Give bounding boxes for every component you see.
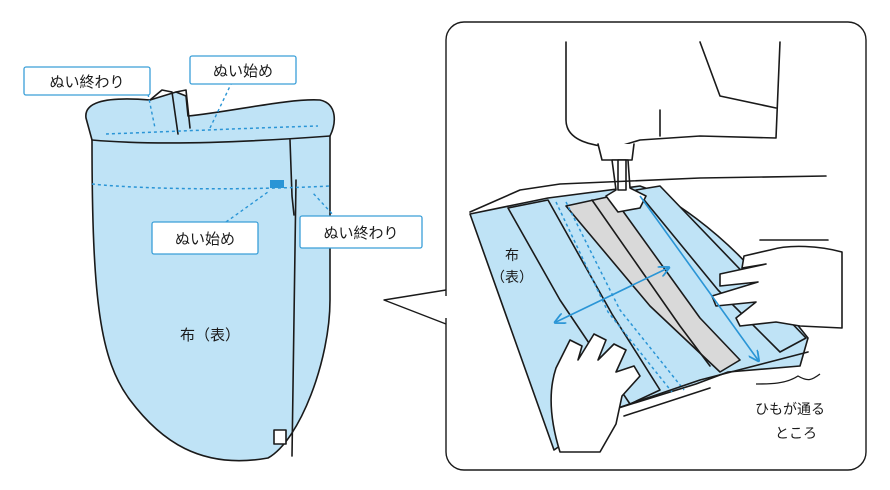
label-top-sew-end: ぬい終わり xyxy=(23,66,151,96)
stitch-line-middle xyxy=(91,183,331,190)
scene-fabric-label-line2: （表） xyxy=(491,270,533,286)
label-top-sew-start: ぬい始め xyxy=(189,55,297,85)
svg-text:ぬい始め: ぬい始め xyxy=(213,62,273,80)
channel-brace xyxy=(755,373,821,385)
sewing-scene xyxy=(469,41,843,453)
bag-tag xyxy=(273,429,287,445)
label-mid-sew-end: ぬい終わり xyxy=(299,215,423,249)
sewing-machine-body xyxy=(565,41,781,148)
bag-fabric-label: 布（表） xyxy=(180,326,240,344)
left-hand xyxy=(550,333,641,453)
right-hand xyxy=(711,245,843,329)
bag-body xyxy=(85,91,336,462)
channel-label-line2: ところ xyxy=(775,426,817,442)
sew-direction-arrow xyxy=(639,195,758,360)
svg-text:ぬい始め: ぬい始め xyxy=(175,230,235,248)
bag-illustration xyxy=(85,89,336,462)
scene-fabric-label-line1: 布 xyxy=(505,248,519,264)
svg-text:ぬい終わり: ぬい終わり xyxy=(323,224,398,242)
label-mid-sew-start: ぬい始め xyxy=(151,221,259,255)
channel-label-line1: ひもが通る xyxy=(755,402,825,418)
width-arrow xyxy=(556,268,668,322)
svg-text:ぬい終わり: ぬい終わり xyxy=(49,73,124,91)
stitch-line-top xyxy=(105,125,319,135)
